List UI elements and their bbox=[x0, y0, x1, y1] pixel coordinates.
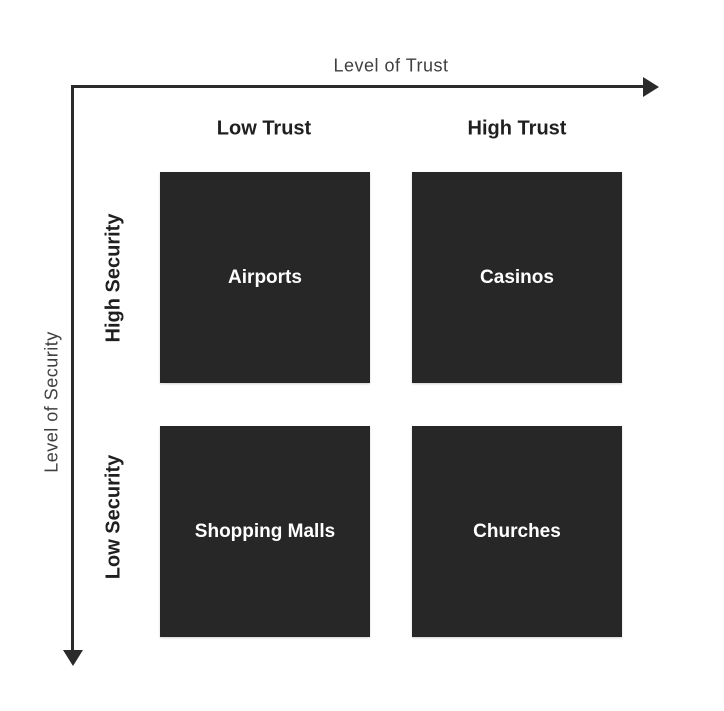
x-axis-title: Level of Trust bbox=[333, 55, 449, 76]
quadrant-label-shopping-malls: Shopping Malls bbox=[194, 520, 336, 542]
y-axis-line bbox=[71, 85, 74, 652]
quadrant-low-security-high-trust: Churches bbox=[412, 426, 622, 637]
y-axis-title: Level of Security bbox=[41, 331, 62, 473]
column-header-high-trust: High Trust bbox=[467, 117, 567, 140]
row-header-low-security: Low Security bbox=[102, 454, 125, 580]
y-axis-arrow-icon bbox=[63, 650, 83, 666]
x-axis-arrow-icon bbox=[643, 77, 659, 97]
quadrant-label-airports: Airports bbox=[228, 266, 302, 288]
quadrant-high-security-high-trust: Casinos bbox=[412, 172, 622, 383]
quadrant-low-security-low-trust: Shopping Malls bbox=[160, 426, 370, 637]
quadrant-high-security-low-trust: Airports bbox=[160, 172, 370, 383]
column-header-low-trust: Low Trust bbox=[216, 117, 312, 140]
quadrant-label-churches: Churches bbox=[473, 520, 561, 542]
row-header-high-security: High Security bbox=[102, 213, 125, 343]
x-axis-line bbox=[72, 85, 645, 88]
quadrant-label-casinos: Casinos bbox=[480, 266, 554, 288]
